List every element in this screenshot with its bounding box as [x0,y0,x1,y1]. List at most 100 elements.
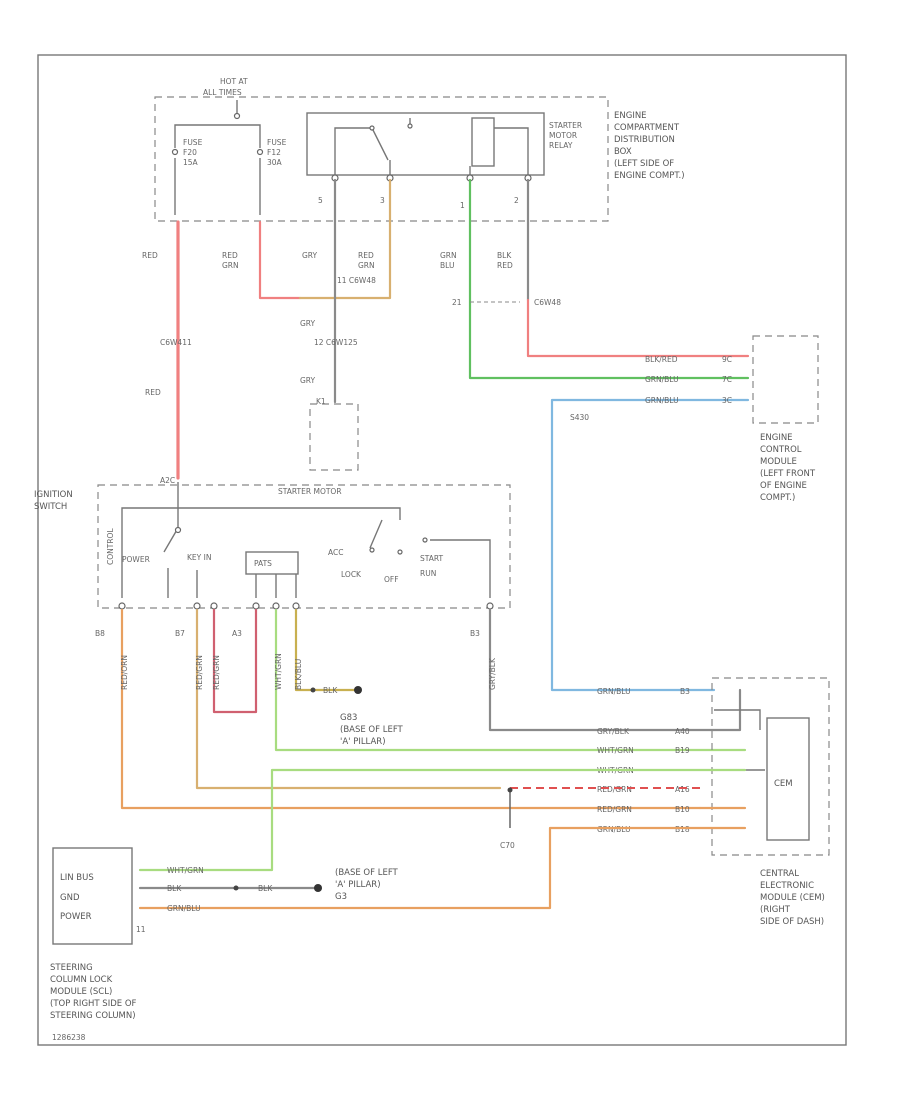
wire-red-orn [120,608,702,810]
fuse-f20: FUSE F20 15A [171,132,203,215]
ground-g83-icon [354,686,362,694]
svg-text:2: 2 [514,196,519,205]
svg-text:GRY/BLK: GRY/BLK [597,727,630,736]
cem-wire-labels: GRN/BLU GRY/BLK WHT/GRN WHT/GRN RED/GRN … [597,687,634,834]
svg-text:B7: B7 [175,629,185,638]
connector-21: 21 [452,298,462,307]
svg-text:B3: B3 [680,687,690,696]
wire-label-red: RED [142,251,158,260]
svg-text:IGNITION: IGNITION [34,490,73,500]
wire-wht-grn-ign [274,608,747,752]
svg-text:WHT/GRN: WHT/GRN [597,746,634,755]
starter-motor-relay: STARTER MOTOR RELAY [306,112,582,176]
connector-c6w125: 12 C6W125 [314,338,358,347]
svg-text:POWER: POWER [60,912,92,922]
wire-red-grn-loop-a3 [212,608,258,714]
wire-gry-blk [488,608,742,732]
engine-box-title: ENGINE COMPARTMENT DISTRIBUTION BOX (LEF… [614,111,685,181]
svg-text:RED/GRN: RED/GRN [212,655,221,690]
svg-text:MODULE (SCL): MODULE (SCL) [50,987,112,997]
svg-text:(RIGHT: (RIGHT [760,905,791,915]
svg-text:ALL TIMES: ALL TIMES [203,88,242,97]
svg-text:11: 11 [136,925,146,934]
wire-label-gry-3: GRY [300,376,316,385]
cem-inner [766,717,810,841]
svg-text:CENTRAL: CENTRAL [760,869,799,879]
svg-text:3: 3 [380,196,385,205]
hot-at-all-times-label: HOT AT ALL TIMES [203,77,248,97]
svg-text:GRN: GRN [222,261,239,270]
wire-blk-red-ecm-red [526,298,750,358]
svg-text:DISTRIBUTION: DISTRIBUTION [614,135,675,145]
splice-c70: C70 [500,841,515,850]
svg-text:CONTROL: CONTROL [760,445,802,455]
wire-red-grn-tan [298,178,392,300]
key-in-label: KEY IN [187,553,211,562]
ecm-title: ENGINE CONTROL MODULE (LEFT FRONT OF ENG… [760,433,816,503]
svg-text:B8: B8 [95,629,105,638]
svg-text:A3: A3 [232,629,242,638]
wire-grn-blu-ecm [468,178,750,380]
pats-label: PATS [254,559,272,568]
ignition-switch-contacts [121,482,401,598]
wire-red-grn-b7 [195,608,502,790]
scl-module [52,847,133,945]
svg-text:GRN/BLU: GRN/BLU [597,687,631,696]
ignition-pins: B8 B7 A3 B3 [95,602,494,638]
wire-label-red-grn-2: RED GRN [358,251,375,270]
svg-text:A40: A40 [675,727,690,736]
cem-title: CENTRAL ELECTRONIC MODULE (CEM) (RIGHT S… [760,869,825,927]
wire-red-grn-loop [258,220,302,300]
relay-pins: 5 3 1 2 [318,174,532,210]
wire-blk-blu [294,608,357,692]
lock-label: LOCK [341,570,362,579]
svg-text:(BASE OF LEFT: (BASE OF LEFT [340,725,404,735]
svg-text:BOX: BOX [614,147,632,157]
svg-text:B19: B19 [675,746,690,755]
svg-text:'A' PILLAR): 'A' PILLAR) [335,880,381,890]
scl-title: STEERING COLUMN LOCK MODULE (SCL) (TOP R… [50,963,137,1021]
wire-label-blk: BLK [323,686,338,695]
pin-a2c: A2C [160,476,175,485]
svg-text:STEERING COLUMN): STEERING COLUMN) [50,1011,136,1021]
svg-text:MOTOR: MOTOR [549,131,577,140]
svg-text:LIN BUS: LIN BUS [60,873,94,883]
svg-text:9C: 9C [722,355,732,364]
svg-text:(BASE OF LEFT: (BASE OF LEFT [335,868,399,878]
svg-text:RED/GRN: RED/GRN [195,655,204,690]
svg-text:COMPARTMENT: COMPARTMENT [614,123,680,133]
svg-text:STARTER: STARTER [549,121,582,130]
svg-text:GRN: GRN [358,261,375,270]
svg-text:BLU: BLU [440,261,454,270]
ignition-switch-label: IGNITION SWITCH [34,490,73,512]
off-label: OFF [384,575,399,584]
splice-dot [310,687,316,693]
svg-text:GRN/BLU: GRN/BLU [645,396,679,405]
svg-text:RED/GRN: RED/GRN [597,785,632,794]
svg-text:SIDE OF DASH): SIDE OF DASH) [760,917,824,927]
svg-text:OF ENGINE: OF ENGINE [760,481,807,491]
cem-pins: B3 A40 B19 A16 B10 B18 [675,687,690,834]
diagram-code: 1286238 [52,1033,86,1042]
connector-c6w48: C6W48 [534,298,561,307]
power-label: POWER [122,555,150,564]
ignition-switch-box [97,484,511,609]
connector-c6w411: C6W411 [160,338,192,347]
diagram-frame [37,54,847,1046]
k1-label: K1 [316,397,326,406]
svg-text:BLK: BLK [258,884,273,893]
svg-text:GRN/BLU: GRN/BLU [645,375,679,384]
svg-text:B3: B3 [470,629,480,638]
bus-terminal [233,112,241,120]
starter-motor-label: STARTER MOTOR [278,487,342,496]
connector-c6w48-11: 11 C6W48 [337,276,376,285]
engine-distribution-box [154,96,609,222]
svg-text:BLK/RED: BLK/RED [645,355,678,364]
svg-text:7C: 7C [722,375,732,384]
scl-wire-labels: WHT/GRN BLK BLK GRN/BLU [167,866,273,913]
ground-g83-label: G83 (BASE OF LEFT 'A' PILLAR) [340,713,404,747]
acc-label: ACC [328,548,343,557]
splice-s430: S430 [570,413,589,422]
svg-text:COMPT.): COMPT.) [760,493,795,503]
svg-text:RED/ORN: RED/ORN [120,655,129,690]
